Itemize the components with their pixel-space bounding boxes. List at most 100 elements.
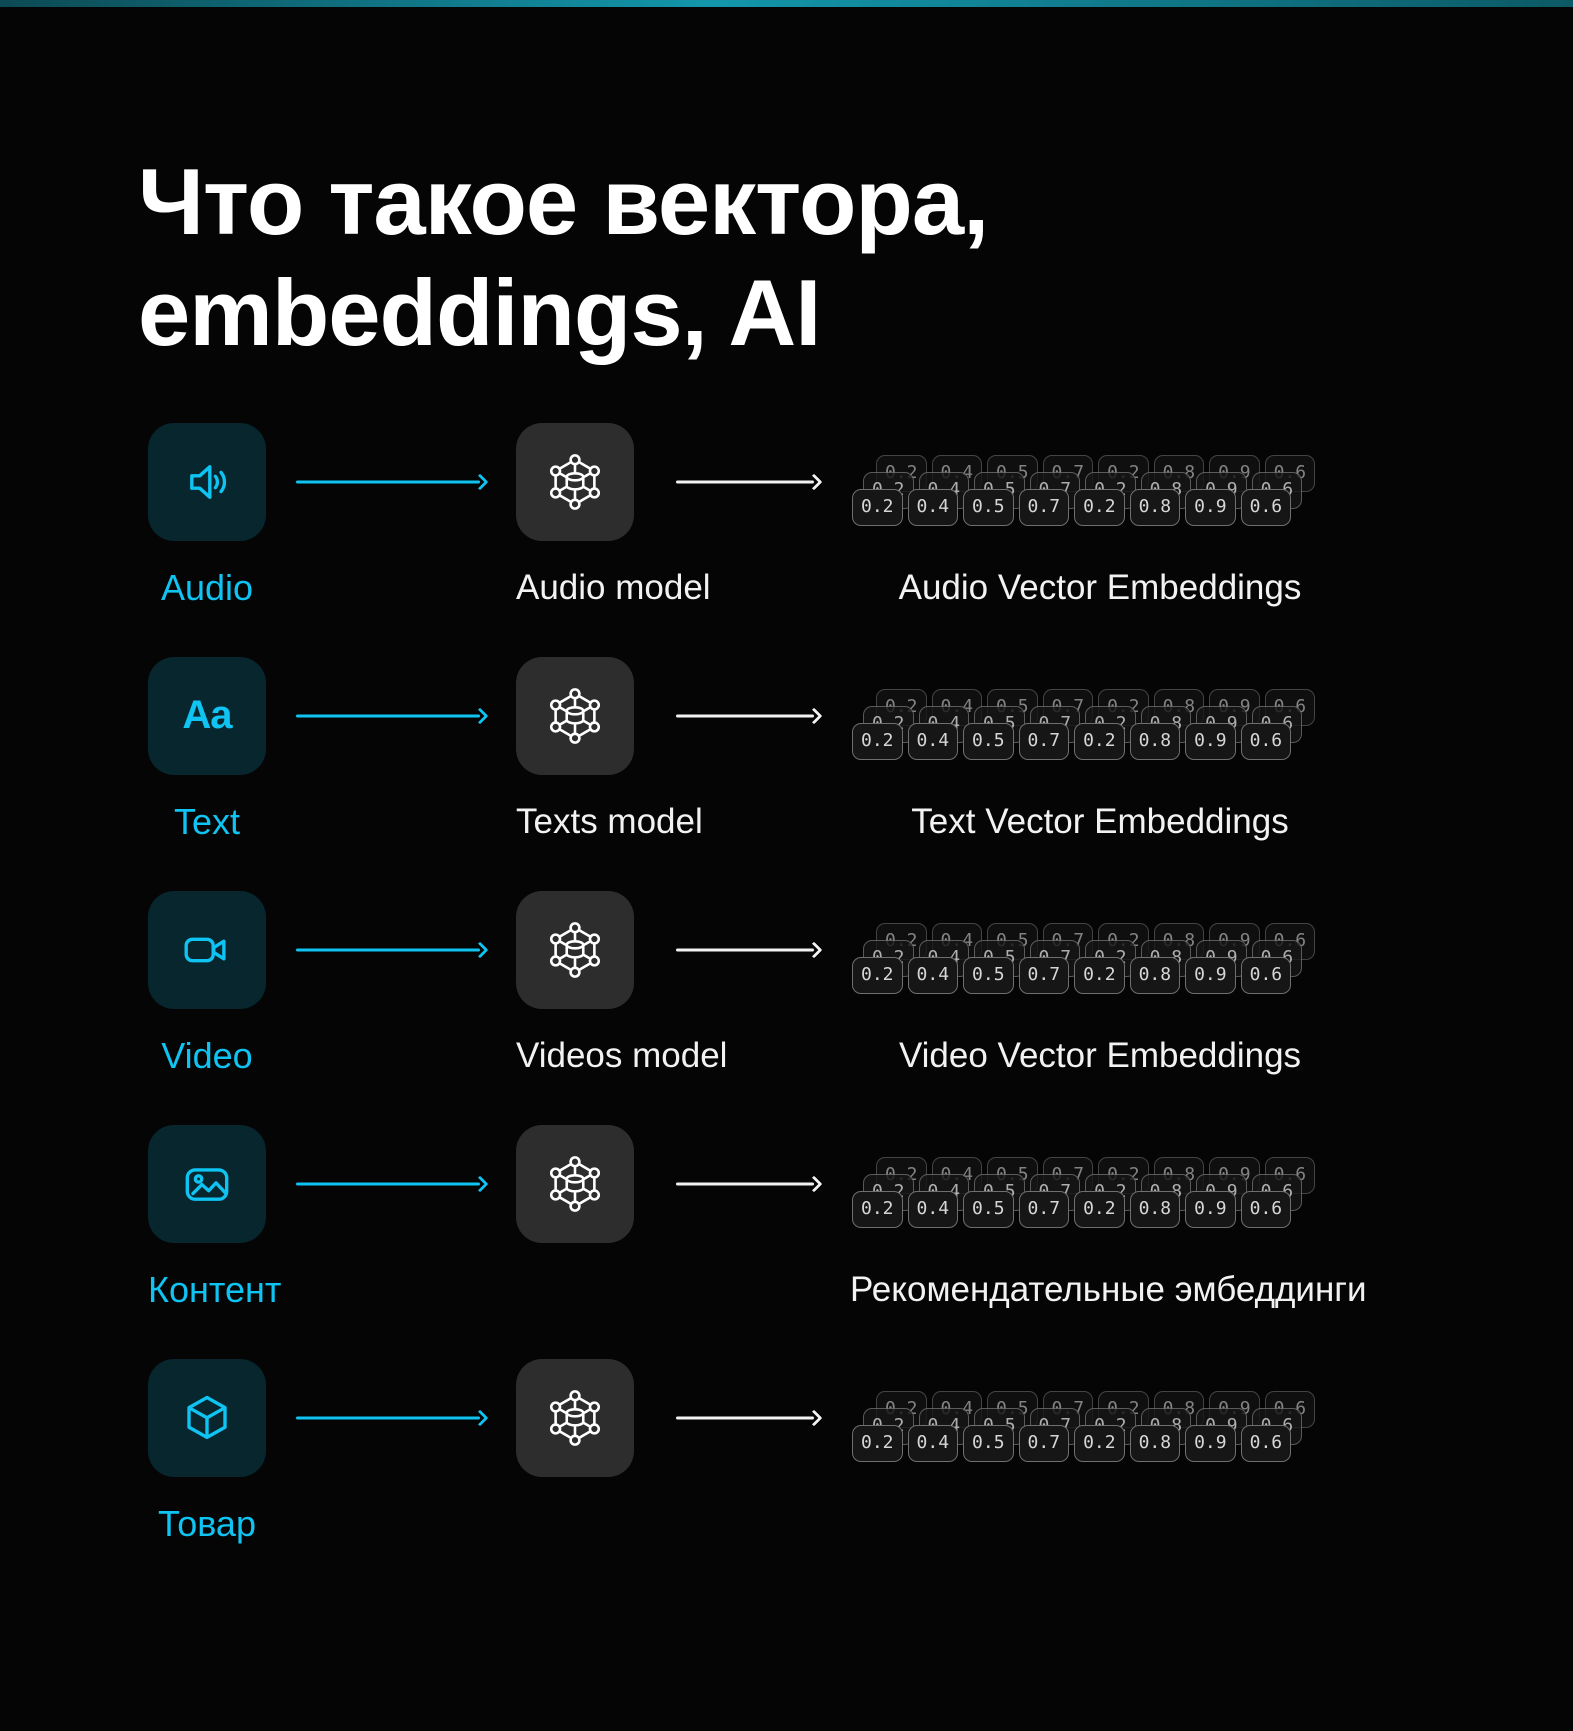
embedding-value-chip: 0.8 [1129, 956, 1181, 994]
embedding-value-chip: 0.5 [963, 1424, 1014, 1462]
text-source-box: Aa [148, 656, 266, 775]
embedding-value-chip: 0.6 [1240, 1424, 1292, 1462]
embeddings-stack: 0.20.40.50.70.20.80.90.6 0.20.40.50.70.2… [850, 454, 1350, 529]
embedding-value-chip: 0.4 [907, 488, 959, 526]
embeddings-stack: 0.20.40.50.70.20.80.90.6 0.20.40.50.70.2… [850, 922, 1350, 997]
flow-row-audio: 0.20.40.50.70.20.80.90.6 0.20.40.50.70.2… [148, 422, 1573, 609]
embedding-value-chip: 0.9 [1185, 722, 1236, 760]
source-label: Audio [160, 566, 254, 608]
flow-diagram: 0.20.40.50.70.20.80.90.6 0.20.40.50.70.2… [148, 422, 1573, 1545]
embedding-value-chip: 0.7 [1018, 1190, 1070, 1228]
embedding-value-chip: 0.4 [907, 1190, 959, 1228]
image-icon [185, 1168, 229, 1201]
embedding-value-chip: 0.8 [1129, 1190, 1181, 1228]
flow-row-product: 0.20.40.50.70.20.80.90.6 0.20.40.50.70.2… [148, 1358, 1573, 1545]
content-model-box [516, 1124, 634, 1243]
arrow-right-icon [676, 706, 823, 726]
neural-network-icon [549, 921, 601, 978]
embedding-value-chip: 0.2 [852, 722, 903, 760]
page-title-line-1: Что такое вектора, [138, 149, 989, 254]
embedding-value-chip: 0.5 [963, 488, 1014, 526]
embedding-value-chip: 0.8 [1129, 722, 1181, 760]
model-label: Texts model [516, 801, 703, 841]
source-label: Text [173, 800, 241, 842]
product-source-box [148, 1358, 266, 1477]
page-title: Что такое вектора, embeddings, AI [138, 147, 1573, 369]
neural-network-icon [549, 687, 601, 744]
embeddings-stack: 0.20.40.50.70.20.80.90.6 0.20.40.50.70.2… [850, 1156, 1350, 1231]
text-model-box [516, 656, 634, 775]
arrow-right-icon [676, 1174, 823, 1194]
embedding-value-chip: 0.9 [1185, 1190, 1236, 1228]
arrow-right-icon [296, 706, 489, 726]
arrow-right-icon [676, 940, 823, 960]
embedding-value-chip: 0.6 [1240, 722, 1292, 760]
cube-icon [187, 1395, 227, 1439]
embedding-value-chip: 0.2 [1074, 1190, 1125, 1228]
arrow-right-icon [676, 1408, 823, 1428]
embedding-value-chip: 0.5 [963, 1190, 1014, 1228]
embedding-value-chip: 0.4 [907, 1424, 959, 1462]
source-label: Контент [148, 1268, 282, 1310]
embedding-value-chip: 0.2 [1074, 488, 1125, 526]
flow-row-content: 0.20.40.50.70.20.80.90.6 0.20.40.50.70.2… [148, 1124, 1573, 1311]
content-source-box [148, 1124, 266, 1243]
arrow-right-icon [296, 1174, 489, 1194]
embedding-value-chip: 0.6 [1240, 1190, 1292, 1228]
source-label: Video [161, 1034, 253, 1076]
embeddings-stack: 0.20.40.50.70.20.80.90.6 0.20.40.50.70.2… [850, 1390, 1350, 1465]
source-label: Товар [158, 1502, 256, 1544]
page-title-line-2: embeddings, AI [138, 259, 821, 365]
embedding-value-chip: 0.4 [907, 956, 959, 994]
embedding-value-chip: 0.7 [1018, 956, 1070, 994]
embedding-value-chip: 0.5 [963, 722, 1014, 760]
output-label: Рекомендательные эмбеддинги [850, 1269, 1367, 1309]
audio-source-box [148, 422, 266, 541]
model-label: Audio model [516, 567, 711, 607]
output-label: Video Vector Embeddings [898, 1035, 1302, 1075]
embedding-value-chip: 0.7 [1018, 722, 1070, 760]
video-source-box [148, 890, 266, 1009]
text-aa-icon: Aa [182, 693, 232, 738]
output-label: Text Vector Embeddings [911, 801, 1289, 841]
embedding-value-chip: 0.2 [1074, 1424, 1125, 1462]
flow-row-video: 0.20.40.50.70.20.80.90.6 0.20.40.50.70.2… [148, 890, 1573, 1077]
arrow-right-icon [676, 472, 823, 492]
audio-model-box [516, 422, 634, 541]
output-label: Audio Vector Embeddings [898, 567, 1302, 607]
embedding-value-chip: 0.9 [1185, 956, 1236, 994]
embedding-value-chip: 0.2 [1074, 956, 1125, 994]
neural-network-icon [549, 1389, 601, 1446]
neural-network-icon [549, 453, 601, 510]
embedding-value-chip: 0.5 [963, 956, 1014, 994]
embedding-value-chip: 0.2 [852, 1424, 903, 1462]
embedding-value-chip: 0.6 [1240, 956, 1292, 994]
speaker-icon [190, 464, 227, 499]
embedding-value-chip: 0.4 [907, 722, 959, 760]
embedding-value-chip: 0.2 [1074, 722, 1125, 760]
embedding-value-chip: 0.8 [1129, 488, 1181, 526]
embedding-value-chip: 0.2 [852, 1190, 903, 1228]
arrow-right-icon [296, 472, 489, 492]
embedding-value-chip: 0.9 [1185, 488, 1236, 526]
embedding-value-chip: 0.7 [1018, 488, 1070, 526]
embedding-value-chip: 0.8 [1129, 1424, 1181, 1462]
top-accent-bar [0, 0, 1573, 7]
video-model-box [516, 890, 634, 1009]
arrow-right-icon [296, 940, 489, 960]
embeddings-stack: 0.20.40.50.70.20.80.90.6 0.20.40.50.70.2… [850, 688, 1350, 763]
model-label: Videos model [516, 1035, 728, 1075]
video-camera-icon [184, 937, 226, 963]
embedding-value-chip: 0.2 [852, 956, 903, 994]
embedding-value-chip: 0.9 [1185, 1424, 1236, 1462]
embedding-value-chip: 0.7 [1018, 1424, 1070, 1462]
product-model-box [516, 1358, 634, 1477]
embedding-value-chip: 0.2 [852, 488, 903, 526]
